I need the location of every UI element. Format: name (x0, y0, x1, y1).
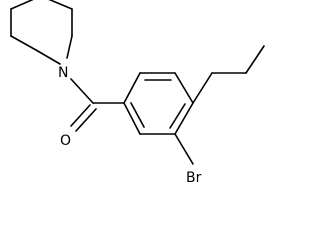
bond-ar-c4-c5 (174, 102, 194, 135)
bond-ar-c6-c1 (123, 102, 141, 135)
atom-label-nitrogen: N (58, 65, 68, 81)
atom-label-bromine: Br (186, 170, 202, 186)
bond-c7-n (66, 35, 73, 59)
amide-group (70, 78, 125, 132)
atom-label-oxygen: O (60, 133, 71, 149)
bond-ring-ch2 (192, 72, 213, 104)
bond-ar-c4-c5-inner (169, 103, 186, 129)
bond-c5-c6 (48, 0, 73, 10)
bond-c4-c5 (10, 0, 34, 10)
bond-ar-c1-c2 (123, 72, 141, 104)
bond-ar-c6-c1-inner (130, 102, 145, 128)
bond-carbonyl-oxygen-a (70, 104, 91, 127)
piperidine-ring (10, 0, 73, 65)
bond-n-c2 (35, 49, 61, 65)
bond-ring-bromine (174, 133, 194, 165)
chemical-structure-diagram: N O Br (10, 0, 265, 186)
bond-c2-c3 (10, 35, 37, 51)
ethyl-group (192, 45, 265, 104)
bond-ar-c3-c4 (174, 72, 194, 104)
bond-ch3-end (245, 45, 265, 74)
bond-n-carbonyl (70, 78, 94, 104)
bond-carbonyl-oxygen-b (75, 108, 97, 132)
benzene-ring (123, 72, 194, 135)
